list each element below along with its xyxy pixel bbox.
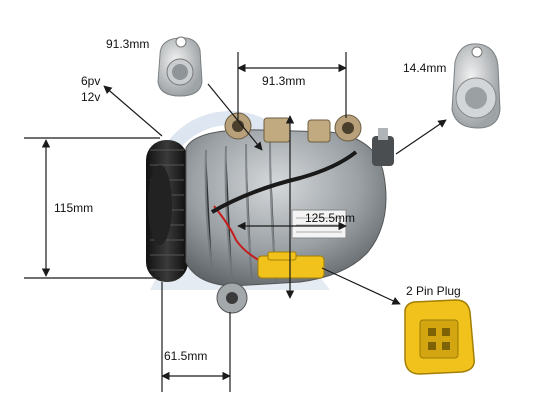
height-label: 115mm (54, 201, 94, 215)
pulley-arrow (103, 85, 163, 137)
plug-type-label: 2 Pin Plug (406, 284, 461, 298)
right-fitting-arrow (395, 119, 447, 155)
body-length-label: 125.5mm (305, 211, 356, 225)
top-fitting-label: 91.3mm (106, 37, 150, 51)
plug-image (404, 299, 475, 375)
bottom-dim-label: 61.5mm (164, 349, 208, 363)
right-fitting-image (451, 43, 501, 129)
plug-arrow (321, 267, 401, 305)
pulley-type-label: 6pv (81, 74, 101, 88)
right-fitting-label: 14.4mm (403, 61, 447, 75)
voltage-label: 12v (81, 90, 101, 104)
top-fitting-arrow (207, 83, 263, 151)
top-fitting-image (157, 36, 203, 97)
dimension-lines (24, 52, 447, 392)
bolt-spacing-label: 91.3mm (262, 74, 306, 88)
